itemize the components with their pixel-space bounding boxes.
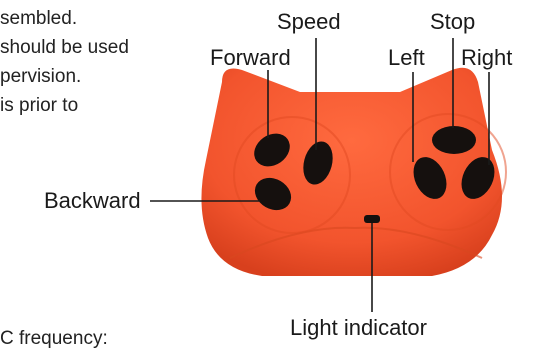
label-left: Left (388, 46, 425, 70)
label-stop: Stop (430, 10, 475, 34)
label-speed: Speed (277, 10, 341, 34)
remote-body (201, 68, 502, 276)
light-indicator-led (364, 215, 380, 223)
label-light-indicator: Light indicator (290, 316, 427, 340)
label-backward: Backward (44, 189, 141, 213)
label-right: Right (461, 46, 512, 70)
stop-button[interactable] (432, 126, 476, 154)
label-forward: Forward (210, 46, 291, 70)
